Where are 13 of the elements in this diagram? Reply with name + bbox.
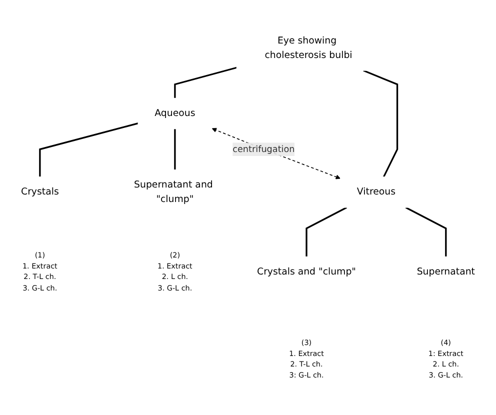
node-text: Eye showing cholesterosis bulbi [264,35,352,60]
node-text: Supernatant [416,266,475,278]
connector [39,122,138,177]
node-text: Supernatant and "clump" [134,179,213,204]
node-text: Crystals [21,186,59,198]
connector [174,66,237,98]
connector [363,70,398,178]
connector [174,128,176,170]
node-text: Aqueous [154,108,196,119]
node-text: Crystals and "clump" [257,266,356,278]
arrow [212,128,341,180]
node-text: Vitreous [356,186,396,198]
edge-label: centrifugation [232,144,295,154]
